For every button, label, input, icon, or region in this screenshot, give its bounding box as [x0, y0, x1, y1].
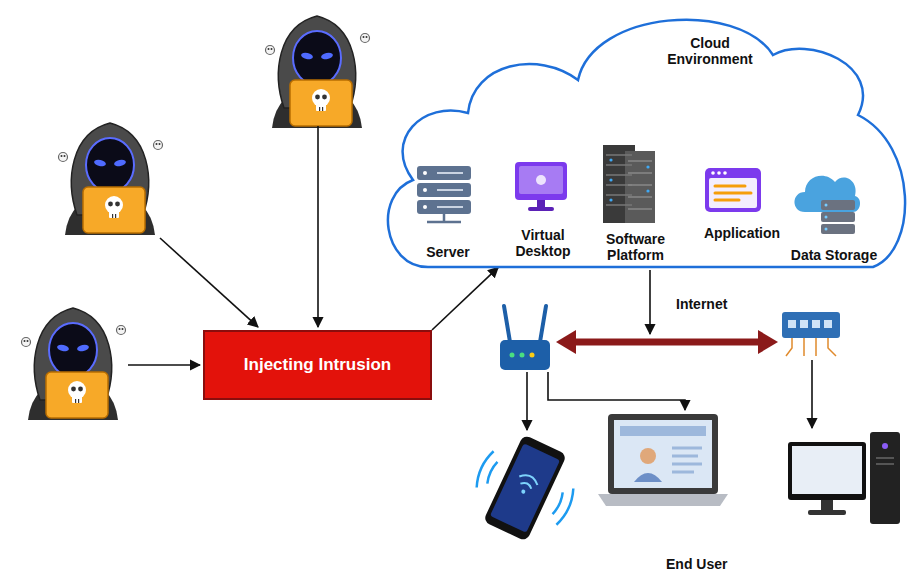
group-label: End User: [666, 556, 727, 572]
icon-label: Server: [405, 244, 491, 260]
icon-label: Virtual Desktop: [501, 227, 585, 259]
switch-icon: [782, 312, 840, 356]
cloud-outline: [388, 20, 905, 267]
cloud-region: Cloud EnvironmentServer Virtual DesktopSo…: [378, 5, 903, 270]
box-label: Injecting Intrusion: [244, 355, 391, 375]
icon-label: Software Platform: [590, 231, 681, 263]
link-label: Internet: [676, 296, 727, 312]
region-title: Cloud Environment: [660, 35, 760, 67]
process-box: Injecting Intrusion: [203, 330, 432, 400]
icon-label: Virtual Desktop: [501, 227, 585, 259]
laptop-icon: [598, 414, 728, 506]
data-storage-icon: [795, 176, 861, 234]
icon-label: Software Platform: [590, 231, 681, 263]
internet-arrows: [556, 270, 778, 354]
router-icon: [500, 306, 550, 370]
software-platform-icon: [603, 145, 655, 223]
flow-arrow: [432, 267, 498, 330]
server-icon: [417, 166, 471, 222]
icon-label: Server: [405, 244, 491, 260]
icon-label: Data Storage: [782, 247, 886, 263]
application-icon: [705, 168, 761, 212]
desktop-computer-icon: [788, 432, 900, 524]
icon-label: Application: [693, 225, 791, 241]
cloud-outline: [378, 5, 903, 270]
smartphone-icon: [461, 424, 589, 552]
icon-label: Data Storage: [782, 247, 886, 263]
icon-label: Application: [693, 225, 791, 241]
virtual-desktop-icon: [515, 162, 567, 211]
